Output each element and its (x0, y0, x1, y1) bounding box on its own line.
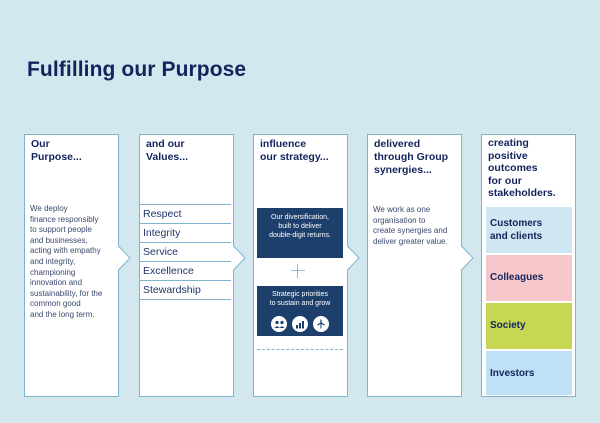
priority-icons-row (257, 316, 343, 332)
value-item-excellence: Excellence (139, 261, 231, 280)
purpose-body-line: to support people (30, 225, 92, 235)
stakeholders-heading-line-2: positive (488, 149, 528, 162)
stakeholders-column: creating positive outcomes for our stake… (481, 134, 576, 397)
strategic-priorities-box: Strategic priorities to sustain and grow (257, 286, 343, 336)
stakeholders-heading: creating positive outcomes for our stake… (488, 137, 556, 200)
values-heading: and our Values... (146, 138, 188, 164)
stakeholders-heading-line-3: outcomes (488, 162, 538, 174)
stakeholder-customers: Customers and clients (486, 207, 572, 253)
purpose-column: Our Purpose... We deploy finance respons… (24, 134, 132, 397)
values-list: Respect Integrity Service Excellence Ste… (139, 204, 231, 300)
customers-icon (271, 316, 287, 332)
stakeholder-investors: Investors (486, 351, 572, 395)
synergies-body-line: deliver greater value. (373, 236, 448, 246)
stakeholder-colleagues: Colleagues (486, 255, 572, 301)
synergies-body: We work as one organisation to create sy… (373, 205, 448, 247)
purpose-body: We deploy finance responsibly to support… (30, 204, 102, 321)
strategy-heading-line-1: influence (260, 138, 307, 150)
strategic-priorities-line: Strategic priorities (271, 291, 329, 298)
stakeholder-investors-label: Investors (490, 368, 535, 379)
stakeholder-colleagues-label: Colleagues (490, 272, 544, 283)
diversification-line: built to deliver (278, 223, 322, 230)
strategy-divider (257, 349, 343, 350)
purpose-body-line: We deploy (30, 204, 68, 213)
value-item-stewardship: Stewardship (139, 280, 231, 300)
stakeholders-heading-line-5: stakeholders. (488, 187, 556, 199)
purpose-heading-line-2: Purpose... (31, 151, 82, 163)
plus-icon (291, 264, 305, 278)
purpose-body-line: and the long term. (30, 309, 95, 319)
strategy-heading-line-2: our strategy... (260, 151, 329, 163)
diversification-line: Our diversification, (271, 214, 329, 221)
purpose-heading: Our Purpose... (31, 138, 82, 164)
stakeholder-society: Society (486, 303, 572, 349)
strategy-column-shape (253, 134, 360, 397)
diversification-box: Our diversification, built to deliver do… (257, 208, 343, 258)
values-column: and our Values... Respect Integrity Serv… (139, 134, 247, 397)
diversification-line: double-digit returns. (269, 232, 331, 239)
value-item-integrity: Integrity (139, 223, 231, 242)
purpose-column-shape (24, 134, 131, 397)
purpose-body-line: acting with empathy (30, 246, 101, 256)
stakeholder-customers-line-2: and clients (490, 231, 543, 242)
purpose-body-line: and integrity, (30, 256, 76, 266)
synergies-column: delivered through Group synergies... We … (367, 134, 475, 397)
stakeholder-society-label: Society (490, 320, 526, 331)
purpose-body-line: sustainability, for the (30, 288, 103, 298)
value-item-respect: Respect (139, 204, 231, 223)
synergies-column-shape (367, 134, 474, 397)
strategy-heading: influence our strategy... (260, 138, 329, 164)
synergies-heading-line-3: synergies... (374, 164, 432, 176)
chart-icon (292, 316, 308, 332)
stakeholders-heading-line-4: for our (488, 174, 522, 187)
purpose-body-line: finance responsibly (30, 214, 99, 224)
purpose-body-line: and businesses, (30, 235, 88, 245)
values-heading-line-1: and our (146, 138, 185, 150)
synergies-body-line: We work as one (373, 205, 431, 214)
purpose-body-line: common good (30, 299, 81, 309)
synergies-heading-line-2: through Group (374, 151, 449, 163)
purpose-body-line: championing (30, 267, 76, 277)
synergies-heading: delivered through Group synergies... (374, 138, 448, 177)
stakeholder-customers-line-1: Customers (490, 218, 543, 229)
values-column-shape (139, 134, 246, 397)
stakeholders-heading-line-1: creating (488, 137, 529, 149)
value-item-service: Service (139, 242, 231, 261)
synergies-body-line: organisation to (373, 215, 426, 225)
purpose-body-line: innovation and (30, 278, 83, 288)
page-title: Fulfilling our Purpose (27, 58, 247, 81)
synergies-heading-line-1: delivered (374, 138, 421, 150)
values-heading-line-2: Values... (146, 151, 189, 163)
purpose-heading-line-1: Our (31, 138, 50, 150)
strategic-priorities-line: to sustain and grow (269, 300, 331, 307)
strategy-column: influence our strategy... Our diversific… (253, 134, 361, 397)
turbine-icon (313, 316, 329, 332)
synergies-body-line: create synergies and (373, 226, 448, 236)
